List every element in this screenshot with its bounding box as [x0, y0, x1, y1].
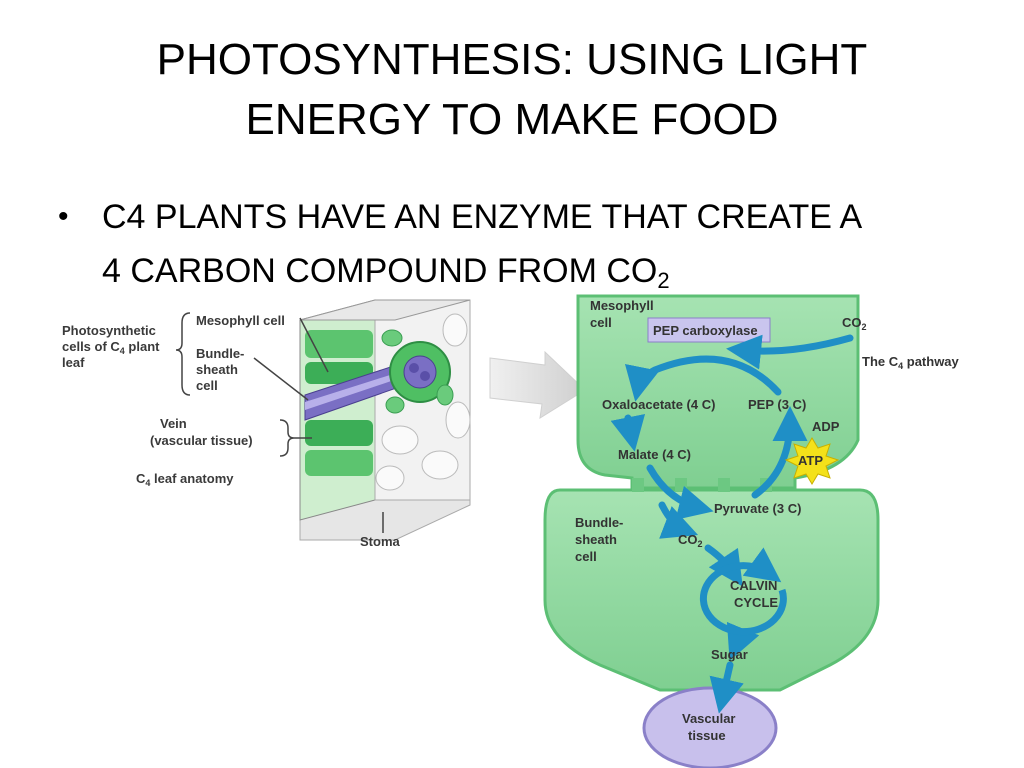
cross-section-cells	[375, 313, 471, 491]
photosynthetic-brace	[175, 312, 191, 396]
bundle-sheath-label-1: Bundle-	[196, 346, 244, 361]
stoma-label: Stoma	[360, 534, 401, 549]
bullet-subscript: 2	[657, 268, 670, 293]
atp-label: ATP	[798, 453, 823, 468]
upper-epidermis	[299, 299, 471, 321]
photosynthetic-cells-label-1: Photosynthetic	[62, 323, 156, 338]
bundle-sheath-title-3: cell	[575, 549, 597, 564]
mesophyll-cell-title-2: cell	[590, 315, 612, 330]
oxaloacetate-label: Oxaloacetate (4 C)	[602, 397, 715, 412]
malate-label: Malate (4 C)	[618, 447, 691, 462]
co2-to-calvin-arrow	[704, 544, 743, 587]
bullet-line-2: 4 CARBON COMPOUND FROM CO	[102, 252, 658, 290]
vein-label-2: (vascular tissue)	[150, 433, 253, 448]
plasmodesma-2	[675, 478, 687, 492]
malate-to-co2-arrow	[658, 501, 699, 539]
oxaloacetate-to-malate-arrow	[610, 413, 646, 452]
cross-section-mesophyll	[381, 329, 454, 414]
bullet-text: C4 PLANTS HAVE AN ENZYME THAT CREATE A 4…	[102, 190, 982, 308]
calvin-cycle-label-1: CALVIN	[730, 578, 777, 593]
leaf-anatomy-caption: C4 leaf anatomy	[136, 471, 234, 488]
pep-carboxylase-label: PEP carboxylase	[653, 323, 758, 338]
calvin-to-sugar-arrow	[726, 621, 760, 661]
phloem-cell	[420, 371, 430, 381]
pyruvate-label: Pyruvate (3 C)	[714, 501, 801, 516]
plasmodesma-1	[632, 478, 644, 492]
vascular-tissue-label-1: Vascular	[682, 711, 736, 726]
mesophyll-cell-title-1: Mesophyll	[590, 298, 654, 313]
bundle-sheath-leader-line	[253, 357, 309, 401]
c4-pathway-label: The C4 pathway	[862, 354, 960, 371]
leaf-anatomy-illustration	[299, 299, 471, 541]
title-line-2: ENERGY TO MAKE FOOD	[245, 95, 779, 144]
bundle-sheath-title-1: Bundle-	[575, 515, 623, 530]
vein-cross-section	[403, 355, 437, 389]
mesophyll-band-3	[305, 420, 373, 446]
slide-title: PHOTOSYNTHESIS: USING LIGHT ENERGY TO MA…	[0, 30, 1024, 150]
co2-input-label: CO2	[842, 315, 867, 332]
co2-entry-arrow	[726, 334, 854, 370]
pathway-arrows	[610, 334, 854, 714]
vascular-tissue-label-2: tissue	[688, 728, 726, 743]
xylem-cell	[409, 363, 419, 373]
zoom-pointer-arrow	[489, 350, 586, 419]
pep-to-oxaloacetate-arrow	[624, 355, 782, 402]
sugar-label: Sugar	[711, 647, 748, 662]
atp-star-icon	[784, 437, 840, 485]
anatomy-labels: Photosynthetic cells of C4 plant leaf Me…	[62, 312, 401, 549]
pep-label: PEP (3 C)	[748, 397, 806, 412]
calvin-cycle-label-2: CYCLE	[734, 595, 778, 610]
adp-label: ADP	[812, 419, 840, 434]
photosynthetic-cells-label-3: leaf	[62, 355, 85, 370]
vein-label-1: Vein	[160, 416, 187, 431]
bundle-sheath-title-2: sheath	[575, 532, 617, 547]
bullet-line-2-wrap: 4 CARBON COMPOUND FROM CO2	[102, 244, 982, 308]
co2-bundle-label: CO2	[678, 532, 703, 549]
bullet-line-1: C4 PLANTS HAVE AN ENZYME THAT CREATE A	[102, 198, 863, 236]
bullet-dot-icon: •	[58, 200, 69, 233]
title-line-1: PHOTOSYNTHESIS: USING LIGHT	[156, 35, 868, 84]
mesophyll-band-4	[305, 450, 373, 476]
pyruvate-to-pep-arrow	[751, 406, 808, 499]
vein-brace	[279, 419, 295, 457]
photosynthetic-cells-label-2: cells of C4 plant	[62, 339, 160, 356]
mesophyll-leader-line	[299, 317, 329, 373]
mesophyll-cell-label: Mesophyll cell	[196, 313, 285, 328]
plasmodesma-3	[718, 478, 730, 492]
bundle-sheath-cell-body	[543, 488, 880, 692]
sugar-to-vascular-arrow	[709, 661, 744, 714]
bundle-sheath-label-3: cell	[196, 378, 218, 393]
mesophyll-band-1	[305, 330, 373, 358]
calvin-cycle-ring	[699, 547, 787, 636]
bundle-sheath-label-2: sheath	[196, 362, 238, 377]
